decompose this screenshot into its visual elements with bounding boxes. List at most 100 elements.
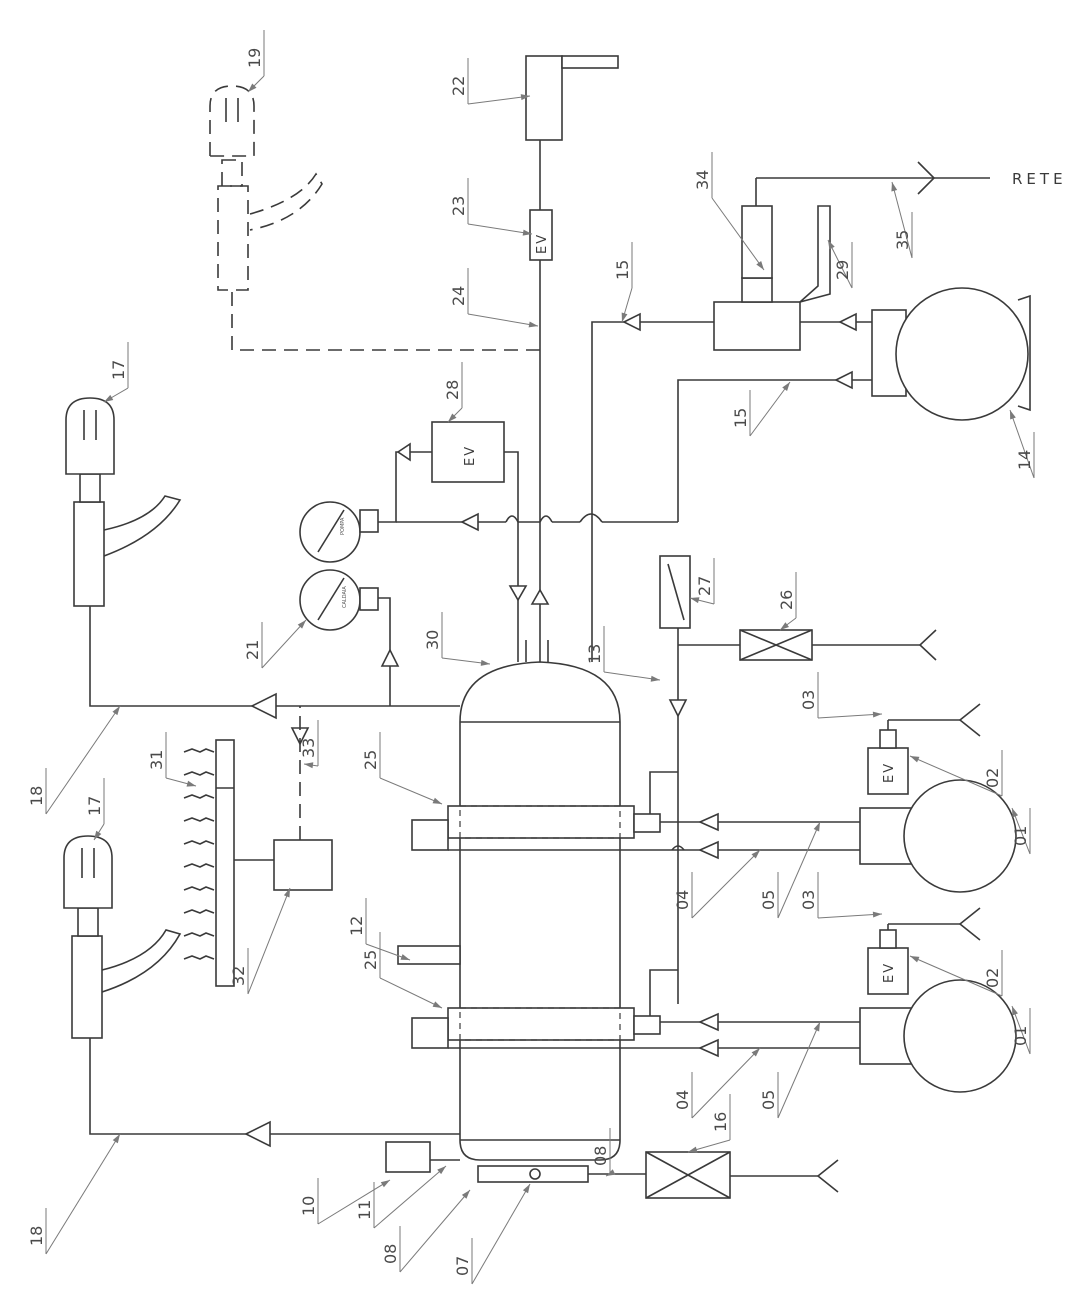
callout-number: 16 [711,1112,730,1132]
callout-08b: 08 [591,1128,616,1177]
callout-number: 04 [673,1090,692,1110]
pump-01-lower: EV [448,907,1017,1093]
group-head-upper [65,397,182,607]
heat-exchanger-upper [411,805,661,851]
callout-number: 19 [245,48,264,68]
solenoid-valve-28 [431,421,505,483]
callout-number: 24 [449,286,468,306]
callout-number: 17 [85,796,104,816]
callout-25b: 25 [361,932,443,1009]
callout-number: 11 [355,1200,374,1220]
group-head-lower [63,835,182,1039]
filter-27 [659,555,691,629]
callout-03b: 03 [799,872,883,919]
boiler-pressure-gauge: CALDAIA [299,569,379,631]
callout-19: 19 [245,30,265,93]
flame-icon [183,748,215,753]
callout-31: 31 [147,732,197,787]
boiler-tank [459,640,621,1161]
level-probe [397,945,461,965]
callout-25a: 25 [361,732,443,805]
flame-icon [183,955,215,960]
callout-16: 16 [687,1094,731,1153]
callout-number: 12 [347,916,366,936]
flow-arrow [250,692,277,720]
callout-number: 35 [893,230,912,250]
callout-11: 11 [355,1165,447,1229]
callout-number: 34 [693,170,712,190]
heat-exchanger-lower [411,1007,661,1049]
callout-number: 03 [799,890,818,910]
pump-01-upper: EV [448,703,1017,893]
callout-17b: 17 [85,778,105,841]
callout-01b: 01 [1011,1005,1031,1055]
callout-12: 12 [347,898,411,961]
callout-number: 23 [449,196,468,216]
callout-08a: 08 [381,1189,471,1273]
callout-24: 24 [449,268,539,328]
flame-icon [183,863,215,868]
callout-05b: 05 [759,1021,821,1119]
flame-icon [183,794,215,799]
callout-number: 02 [983,968,1002,988]
group-head-19 [209,85,323,291]
callout-number: 21 [243,640,262,660]
callout-number: 14 [1015,450,1034,470]
callout-number: 01 [1011,1026,1030,1046]
flame-icon [183,771,215,776]
pump-manifold [713,301,801,351]
callout-32: 32 [229,887,291,995]
callout-21: 21 [243,619,307,669]
callout-14: 14 [1009,409,1035,479]
flame-icon [183,840,215,845]
callout-number: 30 [423,630,442,650]
svg-text:EV: EV [463,445,478,466]
rete-label: RETE [1012,170,1067,188]
callout-02b: 02 [909,950,1003,997]
callout-number: 03 [799,690,818,710]
callout-17a: 17 [103,342,129,403]
callout-29: 29 [827,239,853,289]
flame-icon [183,909,215,914]
callout-number: 04 [673,890,692,910]
callout-15b: 15 [731,381,791,437]
callout-number: 08 [381,1244,400,1264]
callout-02a: 02 [909,750,1003,797]
callout-13: 13 [585,626,661,682]
callout-number: 05 [759,1090,778,1110]
control-unit [273,839,333,891]
flame-icon [183,886,215,891]
callout-04a: 04 [673,849,761,919]
callout-number: 18 [27,1226,46,1246]
heating-rack [183,739,235,987]
callout-number: 01 [1011,826,1030,846]
callout-35: 35 [891,181,913,259]
callout-number: 27 [695,576,714,596]
callout-01a: 01 [1011,807,1031,855]
pump-pressure-gauge: POMPA [299,501,379,563]
callout-27: 27 [689,558,715,605]
solenoid-valve-23 [529,209,553,261]
callout-04b: 04 [673,1047,761,1119]
callout-number: 15 [613,260,632,280]
callout-number: 02 [983,768,1002,788]
callout-number: 15 [731,408,750,428]
callout-number: 25 [361,950,380,970]
callout-number: 22 [449,76,468,96]
svg-text:EV: EV [535,233,550,254]
callout-03a: 03 [799,672,883,719]
steam-wand-22 [525,55,619,141]
callout-18a: 18 [27,705,121,815]
callout-23: 23 [449,178,533,236]
callout-number: 17 [109,360,128,380]
callout-number: 13 [585,644,604,664]
flow-arrow [244,1120,271,1148]
flame-icon [183,932,215,937]
callout-number: 05 [759,890,778,910]
callout-number: 33 [299,738,318,758]
callout-07: 07 [453,1183,531,1285]
svg-text:EV: EV [882,762,897,783]
callout-number: 26 [777,590,796,610]
callout-number: 29 [833,260,852,280]
